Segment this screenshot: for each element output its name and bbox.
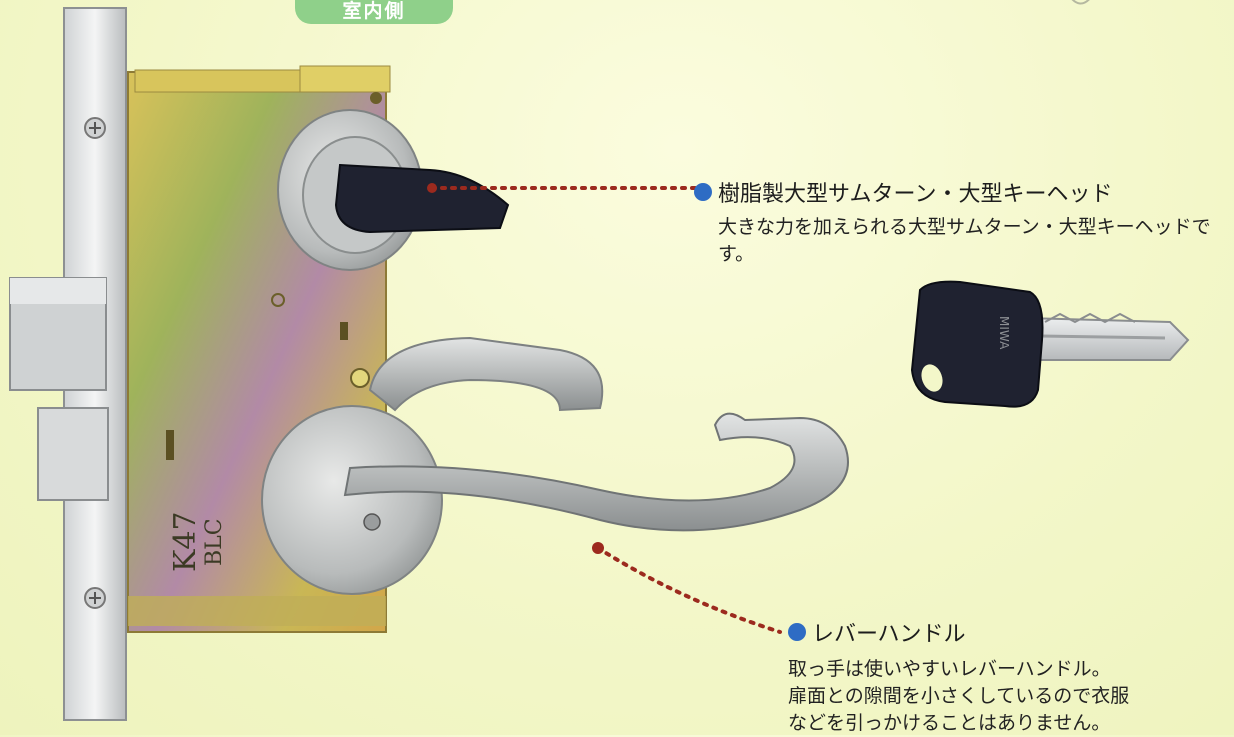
lever-handle — [261, 336, 849, 595]
callout-lever-body: 取っ手は使いやすいレバーハンドル。 扉面との隙間を小さくしているので衣服 などを… — [788, 656, 1228, 737]
callout-lever-title: レバーハンドル — [788, 616, 1228, 648]
latch-bolts — [9, 277, 109, 501]
callout-lever-line-3: などを引っかけることはありません。 — [788, 712, 1111, 734]
callout-lever: レバーハンドル 取っ手は使いやすいレバーハンドル。 扉面との隙間を小さくしている… — [788, 616, 1228, 737]
callout-lever-line-2: 扉面との隙間を小さくしているので衣服 — [788, 685, 1130, 707]
leader-line-lever — [596, 546, 782, 634]
corner-mark-icon — [1071, 0, 1090, 5]
bullet-dot-icon — [788, 623, 806, 641]
callout-thumbturn: 樹脂製大型サムターン・大型キーヘッド 大きな力を加えられる大型サムターン・大型キ… — [694, 176, 1234, 268]
thumbturn-cylinder — [277, 109, 510, 271]
callout-lever-line-1: 取っ手は使いやすいレバーハンドル。 — [788, 658, 1111, 680]
lock-case — [127, 65, 391, 633]
key-brand: MIWA — [997, 316, 1011, 350]
callout-thumbturn-body: 大きな力を加えられる大型サムターン・大型キーヘッドです。 — [718, 216, 1211, 265]
key: MIWA — [910, 280, 1190, 408]
engraving-model: K47 — [168, 511, 203, 572]
lock-engraving: K47 BLC — [168, 511, 227, 572]
bullet-dot-icon — [694, 183, 712, 201]
callout-thumbturn-title: 樹脂製大型サムターン・大型キーヘッド — [694, 176, 1234, 208]
side-label-tab: 室内側 — [295, 0, 453, 24]
engraving-code: BLC — [202, 518, 227, 566]
